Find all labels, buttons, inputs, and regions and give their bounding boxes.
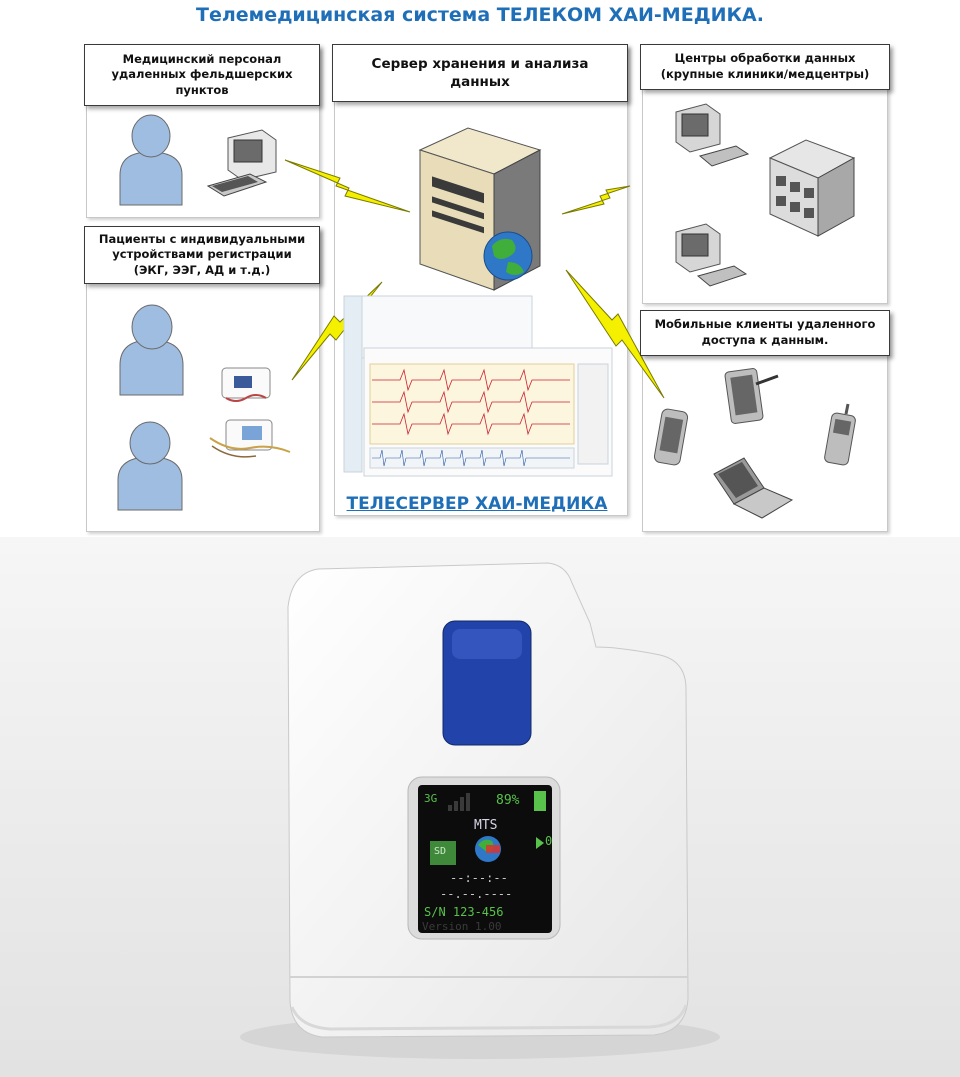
person-icon — [119, 114, 183, 206]
play-icon — [536, 837, 544, 849]
tablet-icon — [724, 368, 779, 424]
diagram-graphics — [117, 103, 856, 519]
screen-serial: S/N 123-456 — [424, 905, 504, 919]
battery-icon — [534, 791, 546, 811]
globe-icon — [475, 836, 501, 862]
signal-icon — [448, 793, 470, 811]
person-icon — [117, 421, 183, 511]
screen-count: 0 — [545, 834, 553, 848]
label-medical-staff: Медицинский персонал удаленных фельдшерс… — [84, 44, 320, 106]
device-photo: 3G 89% MTS SD 0 --:--:-- --.--.---- S/N … — [0, 537, 960, 1077]
screen-sd: SD — [434, 846, 447, 857]
cellphone-icon — [824, 403, 856, 466]
diagram-area: Телемедицинская система ТЕЛЕКОМ ХАИ-МЕДИ… — [0, 0, 960, 537]
screen-time: --:--:-- — [450, 871, 508, 885]
label-mobile-clients: Мобильные клиенты удаленного доступа к д… — [640, 310, 890, 356]
sd-card-icon — [430, 841, 456, 865]
ecg-recorder-icon — [221, 367, 271, 402]
smartphone-icon — [653, 408, 689, 466]
screen-network: 3G — [424, 792, 438, 805]
label-data-centers: Центры обработки данных (крупные клиники… — [640, 44, 890, 90]
teleserver-caption: ТЕЛЕСЕРВЕР ХАИ-МЕДИКА — [346, 494, 608, 514]
label-patients: Пациенты с индивидуальными устройствами … — [84, 226, 320, 284]
desktop-computer-icon — [675, 223, 748, 287]
desktop-computer-icon — [206, 129, 277, 197]
screen-date: --.--.---- — [440, 887, 513, 901]
device-button[interactable] — [442, 620, 532, 746]
label-server: Сервер хранения и анализа данных — [332, 44, 628, 102]
laptop-icon — [713, 457, 794, 519]
screen-version: Version 1.00 — [422, 920, 502, 933]
person-icon — [119, 304, 184, 396]
software-screenshot — [343, 295, 613, 477]
ecg-recorder-icon — [209, 419, 291, 458]
screen-operator: MTS — [474, 818, 498, 833]
globe-icon — [483, 231, 533, 281]
device-graphic — [0, 537, 960, 1077]
screen-battery: 89% — [496, 793, 520, 808]
diagram-title: Телемедицинская система ТЕЛЕКОМ ХАИ-МЕДИ… — [196, 4, 764, 26]
building-icon — [768, 139, 856, 237]
desktop-computer-icon — [675, 103, 750, 167]
